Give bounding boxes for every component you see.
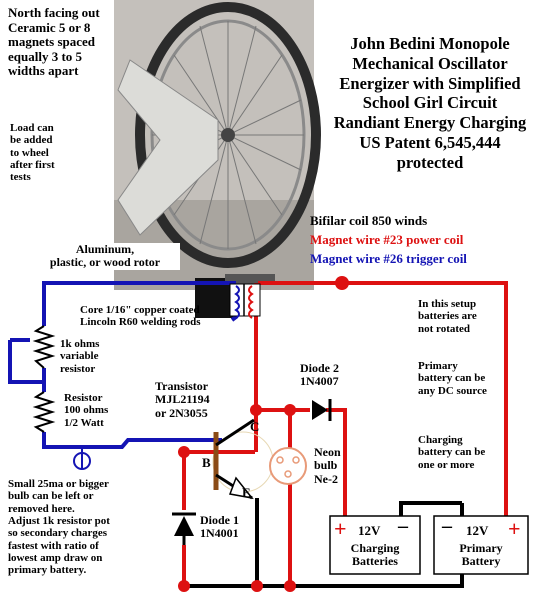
charging-batt-label: Charging Batteries	[350, 541, 400, 569]
setup-note: In this setup batteries are not rotated	[418, 298, 477, 335]
wheel-tire	[135, 2, 321, 268]
node-base-diode1	[178, 446, 190, 458]
charging-batt-plus: +	[334, 516, 347, 541]
primary-battery-box	[433, 515, 529, 575]
neon-note: Neon bulb Ne-2	[314, 445, 341, 486]
transistor-note: Transistor MJL21194 or 2N3055	[155, 379, 210, 420]
primary-batt-minus: –	[442, 515, 452, 537]
node-top-right	[335, 276, 349, 290]
diode1-note: Diode 1 1N4001	[200, 513, 239, 541]
coil-trigger-label: Magnet wire #26 trigger coil	[310, 251, 467, 266]
bulb-note: Small 25ma or bigger bulb can be left or…	[8, 478, 110, 577]
node-ground-a	[178, 580, 190, 592]
diode2-note: Diode 2 1N4007	[300, 361, 339, 389]
trigger-circuit	[8, 281, 238, 449]
coil-power-label: Magnet wire #23 power coil	[310, 232, 464, 247]
primary-batt-plus: +	[508, 516, 521, 541]
coil-title: Bifilar coil 850 winds	[310, 213, 428, 228]
rotor-note: Aluminum, plastic, or wood rotor	[30, 242, 180, 270]
pot-note: 1k ohms variable resistor	[60, 338, 100, 375]
pin-c-label: C	[250, 419, 260, 434]
diode-1	[172, 512, 196, 545]
primary-batt-voltage: 12V	[466, 523, 489, 538]
transistor-symbol	[212, 418, 274, 500]
node-collector	[250, 404, 262, 416]
node-ground-b	[251, 580, 263, 592]
pin-e-label: E	[242, 485, 251, 500]
wheel-hub	[221, 128, 235, 142]
bifilar-coil	[229, 283, 261, 319]
load-note: Load can be added to wheel after first t…	[10, 122, 55, 184]
node-ground-c	[284, 580, 296, 592]
node-diode2-in	[284, 404, 296, 416]
resistor-note: Resistor 100 ohms 1/2 Watt	[64, 392, 109, 429]
pot-zigzag	[32, 325, 56, 369]
diagram-title: John Bedini Monopole Mechanical Oscillat…	[333, 34, 527, 172]
trigger-bulb	[73, 447, 91, 470]
coil-mount	[225, 274, 275, 284]
charging-batt-voltage: 12V	[358, 523, 381, 538]
charging-battery-box	[329, 515, 421, 575]
pin-b-label: B	[202, 455, 211, 470]
resistor-zigzag	[32, 391, 56, 433]
primary-source-note: Primary battery can be any DC source	[418, 360, 487, 397]
neon-bulb	[269, 447, 307, 485]
rotor-blade	[117, 59, 219, 236]
magnets-note: North facing out Ceramic 5 or 8 magnets …	[8, 5, 100, 79]
primary-batt-label: Primary Battery	[459, 541, 503, 569]
core-note: Core 1/16" copper coated Lincoln R60 wel…	[80, 304, 201, 329]
charging-source-note: Charging battery can be one or more	[418, 434, 486, 471]
charging-batt-minus: –	[398, 515, 408, 537]
diode-2	[312, 399, 332, 421]
